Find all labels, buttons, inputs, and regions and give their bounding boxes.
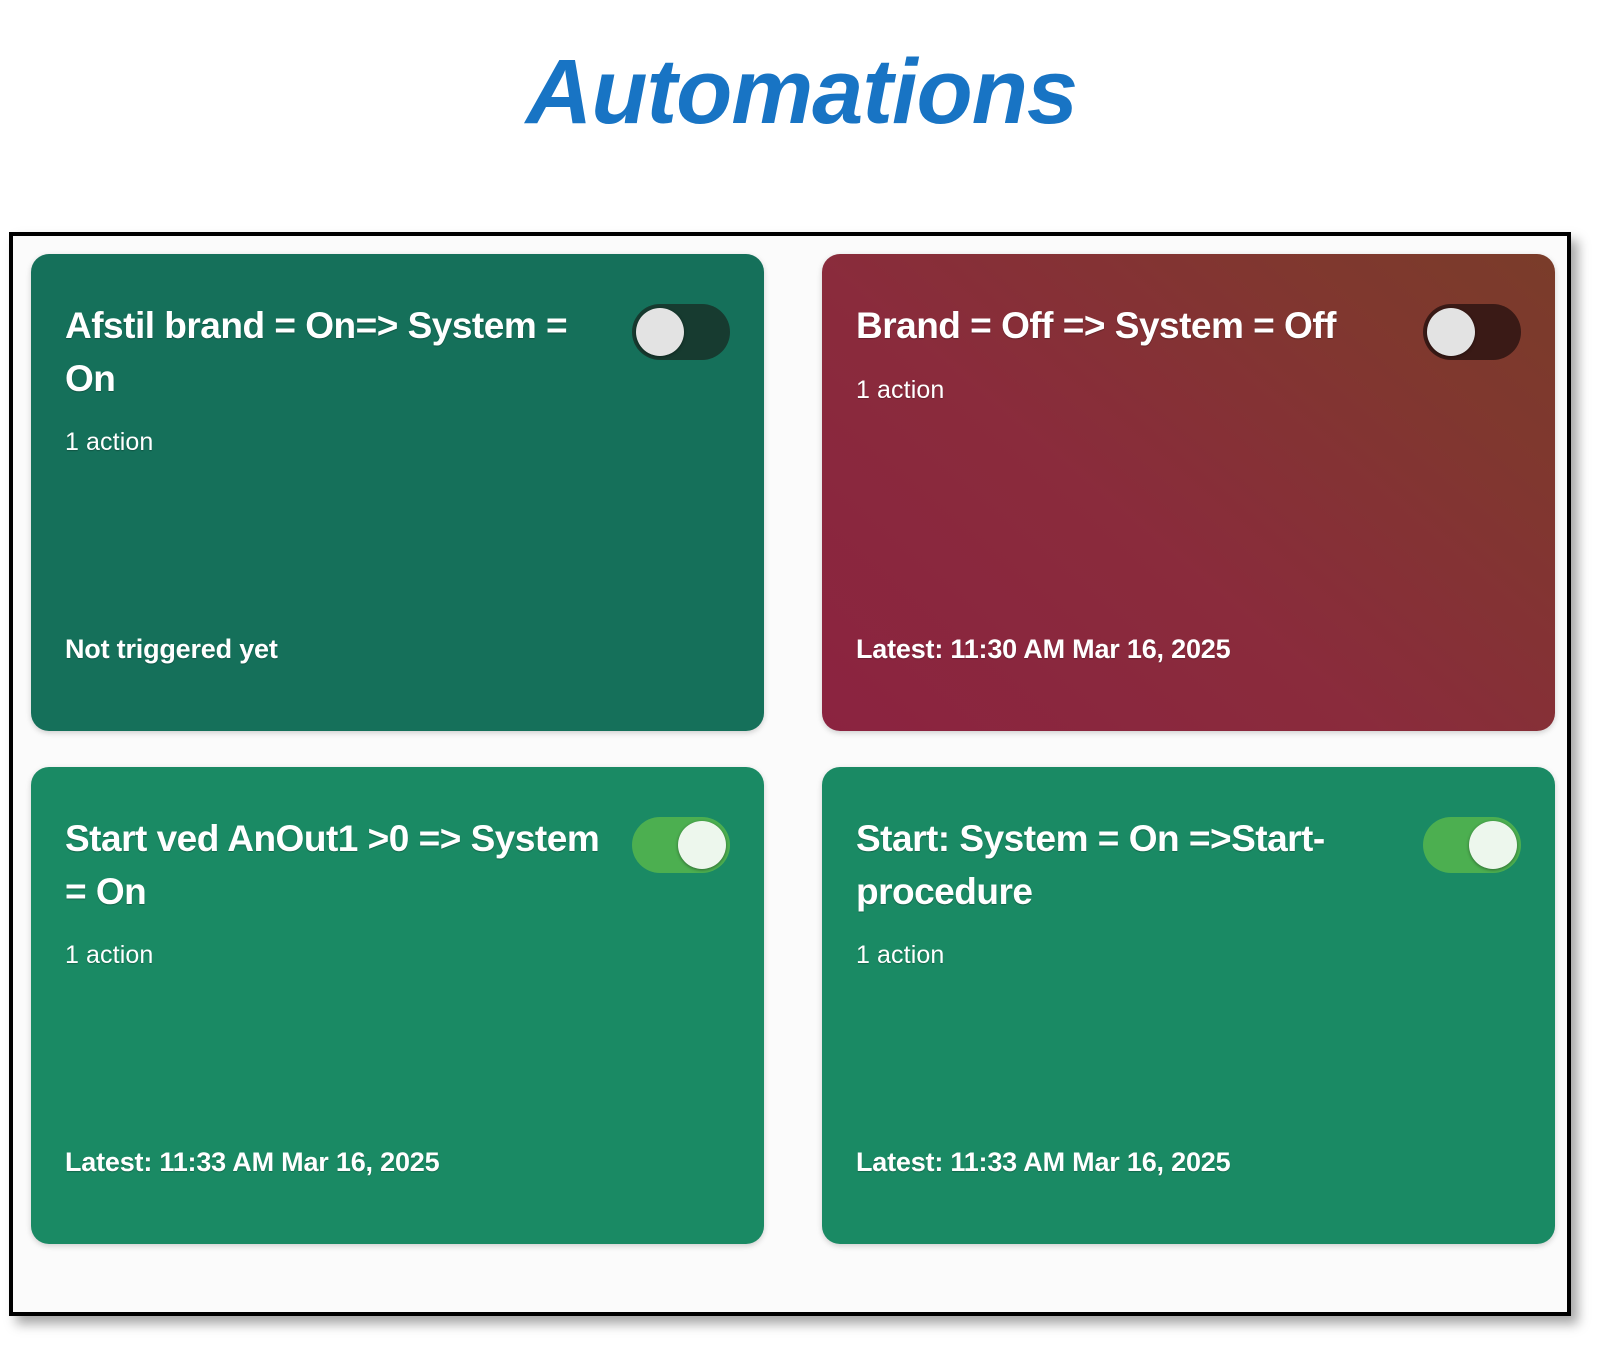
automation-action-count: 1 action [65,941,154,970]
automation-card[interactable]: Start: System = On =>Start-procedure 1 a… [822,767,1555,1244]
automation-card-header: Afstil brand = On=> System = On 1 action [65,300,730,457]
toggle-knob [1469,821,1517,869]
automation-title: Brand = Off => System = Off [856,305,1336,346]
automation-card-title-block: Start: System = On =>Start-procedure 1 a… [856,813,1396,970]
automation-card-header: Start ved AnOut1 >0 => System = On 1 act… [65,813,730,970]
toggle-switch-off-icon[interactable] [1423,304,1521,360]
automation-action-count: 1 action [856,941,945,970]
automation-card-title-block: Afstil brand = On=> System = On 1 action [65,300,605,457]
automation-card[interactable]: Brand = Off => System = Off 1 action Lat… [822,254,1555,731]
automation-status: Latest: 11:30 AM Mar 16, 2025 [856,634,1231,664]
automation-title: Start ved AnOut1 >0 => System = On [65,818,600,912]
page-title: Automations [525,41,1078,143]
automation-card[interactable]: Afstil brand = On=> System = On 1 action… [31,254,764,731]
toggle-switch-on-icon[interactable] [632,817,730,873]
automation-card-title-block: Brand = Off => System = Off 1 action [856,300,1336,405]
automation-card-header: Brand = Off => System = Off 1 action [856,300,1521,405]
automation-action-count: 1 action [856,375,945,404]
automation-title: Start: System = On =>Start-procedure [856,818,1325,912]
toggle-knob [678,821,726,869]
automation-title: Afstil brand = On=> System = On [65,305,568,399]
toggle-switch-on-icon[interactable] [1423,817,1521,873]
automation-action-count: 1 action [65,428,154,457]
toggle-switch-off-icon[interactable] [632,304,730,360]
automation-status: Latest: 11:33 AM Mar 16, 2025 [856,1147,1231,1177]
automation-status: Not triggered yet [65,634,278,664]
automations-panel: Afstil brand = On=> System = On 1 action… [9,232,1571,1316]
toggle-knob [1427,308,1475,356]
toggle-knob [636,308,684,356]
automation-card[interactable]: Start ved AnOut1 >0 => System = On 1 act… [31,767,764,1244]
automations-grid: Afstil brand = On=> System = On 1 action… [31,254,1555,1300]
automation-card-title-block: Start ved AnOut1 >0 => System = On 1 act… [65,813,605,970]
automation-card-header: Start: System = On =>Start-procedure 1 a… [856,813,1521,970]
automation-status: Latest: 11:33 AM Mar 16, 2025 [65,1147,440,1177]
